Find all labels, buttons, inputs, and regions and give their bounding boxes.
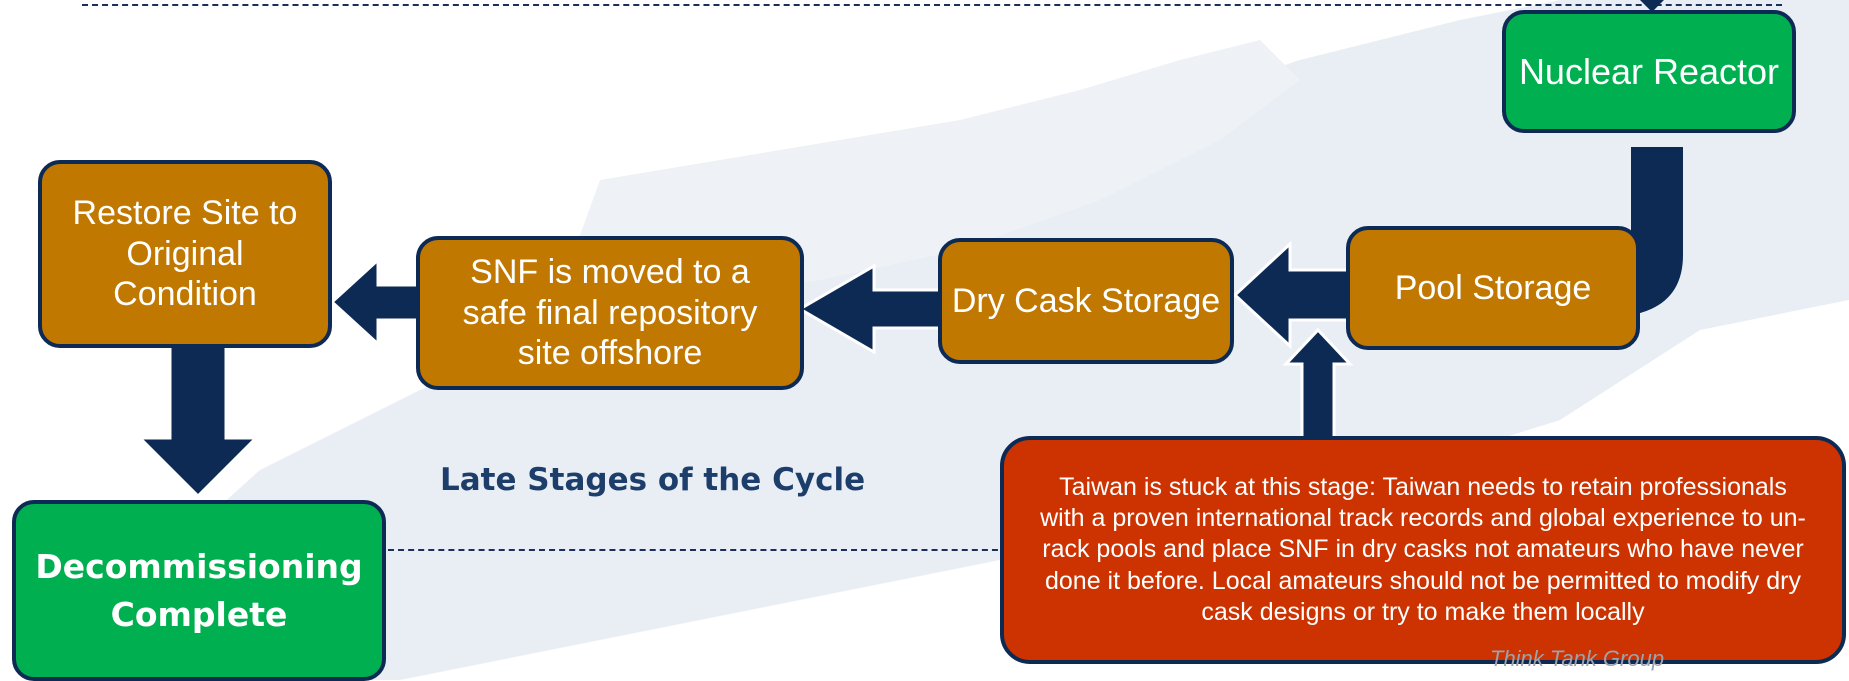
- dry-to-snf-arrow: [797, 263, 950, 355]
- pool-to-dry-arrow: [1232, 240, 1352, 350]
- taiwan-callout-text: Taiwan is stuck at this stage: Taiwan ne…: [1040, 472, 1806, 626]
- taiwan-callout-box: Taiwan is stuck at this stage: Taiwan ne…: [1000, 436, 1846, 664]
- dry-cask-storage-label: Dry Cask Storage: [951, 281, 1221, 320]
- snf-moved-label: SNF is moved to a safe final repository …: [462, 252, 758, 373]
- pool-storage-label: Pool Storage: [1394, 268, 1592, 307]
- restore-site-box: Restore Site to Original Condition: [38, 160, 332, 348]
- restore-site-label: Restore Site to Original Condition: [72, 193, 298, 314]
- reactor-top-arrow: [1640, 0, 1664, 12]
- nuclear-reactor-box: Nuclear Reactor: [1502, 10, 1796, 133]
- dry-cask-storage-box: Dry Cask Storage: [938, 238, 1234, 364]
- restore-to-decom-arrow: [136, 344, 260, 499]
- middle-dashed-line: [388, 549, 1008, 551]
- nuclear-reactor-label: Nuclear Reactor: [1518, 50, 1780, 92]
- snf-moved-box: SNF is moved to a safe final repository …: [416, 236, 804, 390]
- top-dashed-line: [82, 4, 1782, 6]
- decommissioning-box: Decommissioning Complete: [12, 500, 386, 681]
- logo-watermark: Think Tank Group: [1490, 646, 1665, 671]
- pool-storage-box: Pool Storage: [1346, 226, 1640, 350]
- callout-up-arrow: [1282, 327, 1354, 440]
- late-stages-heading: Late Stages of the Cycle: [440, 462, 866, 498]
- decommissioning-label: Decommissioning Complete: [35, 546, 363, 634]
- snf-to-restore-arrow: [329, 256, 422, 348]
